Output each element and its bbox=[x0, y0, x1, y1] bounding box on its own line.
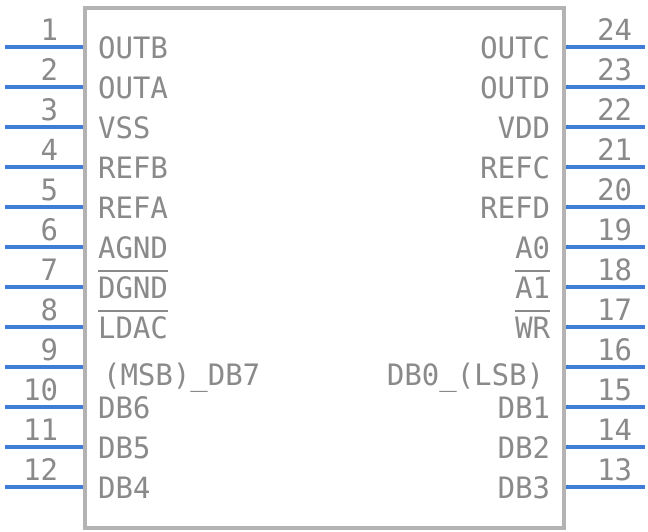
pin-7-number: 7 bbox=[41, 253, 58, 287]
pin-9-number: 9 bbox=[41, 333, 58, 367]
pin-14-label: DB2 bbox=[498, 431, 550, 465]
pin-23-number: 23 bbox=[597, 53, 632, 87]
pin-7-label: DGND bbox=[98, 271, 168, 305]
db0-label: DB0_(LSB) bbox=[387, 358, 544, 393]
pin-1-label: OUTB bbox=[98, 31, 168, 65]
pin-3-number: 3 bbox=[41, 93, 58, 127]
pin-12-label: DB4 bbox=[98, 471, 150, 505]
pin-12-number: 12 bbox=[23, 453, 58, 487]
pin-8-label: LDAC bbox=[98, 311, 168, 345]
pin-2-number: 2 bbox=[41, 53, 58, 87]
pin-13-number: 13 bbox=[597, 453, 632, 487]
pin-17-number: 17 bbox=[597, 293, 632, 327]
pin-21-label: REFC bbox=[480, 151, 550, 185]
pin-20-label: REFD bbox=[480, 191, 550, 225]
pin-13-label: DB3 bbox=[498, 471, 550, 505]
pin-10-number: 10 bbox=[23, 373, 58, 407]
pin-18-number: 18 bbox=[597, 253, 632, 287]
pin-21-number: 21 bbox=[597, 133, 632, 167]
db7-label: (MSB)_DB7 bbox=[103, 358, 260, 393]
pin-5-number: 5 bbox=[41, 173, 58, 207]
pin-6-number: 6 bbox=[41, 213, 58, 247]
pin-8-number: 8 bbox=[41, 293, 58, 327]
pin-4-number: 4 bbox=[41, 133, 58, 167]
pin-11-number: 11 bbox=[23, 413, 58, 447]
pin-11-label: DB5 bbox=[98, 431, 150, 465]
pin-16-number: 16 bbox=[597, 333, 632, 367]
pin-22-number: 22 bbox=[597, 93, 632, 127]
pin-18-label: A1 bbox=[515, 271, 550, 305]
pin-19-number: 19 bbox=[597, 213, 632, 247]
pin-20-number: 20 bbox=[597, 173, 632, 207]
pin-23-label: OUTD bbox=[480, 71, 550, 105]
pin-15-number: 15 bbox=[597, 373, 632, 407]
pin-10-label: DB6 bbox=[98, 391, 150, 425]
pin-24-number: 24 bbox=[597, 13, 632, 47]
pin-15-label: DB1 bbox=[498, 391, 550, 425]
pin-17-label: WR bbox=[515, 311, 550, 345]
pin-22-label: VDD bbox=[498, 111, 550, 145]
pin-19-label: A0 bbox=[515, 231, 550, 265]
pin-14-number: 14 bbox=[597, 413, 632, 447]
pin-4-label: REFB bbox=[98, 151, 168, 185]
ic-body bbox=[83, 6, 566, 530]
pin-24-label: OUTC bbox=[480, 31, 550, 65]
pin-6-label: AGND bbox=[98, 231, 168, 265]
pin-3-label: VSS bbox=[98, 111, 150, 145]
pin-5-label: REFA bbox=[98, 191, 168, 225]
pin-1-number: 1 bbox=[41, 13, 58, 47]
pin-2-label: OUTA bbox=[98, 71, 168, 105]
